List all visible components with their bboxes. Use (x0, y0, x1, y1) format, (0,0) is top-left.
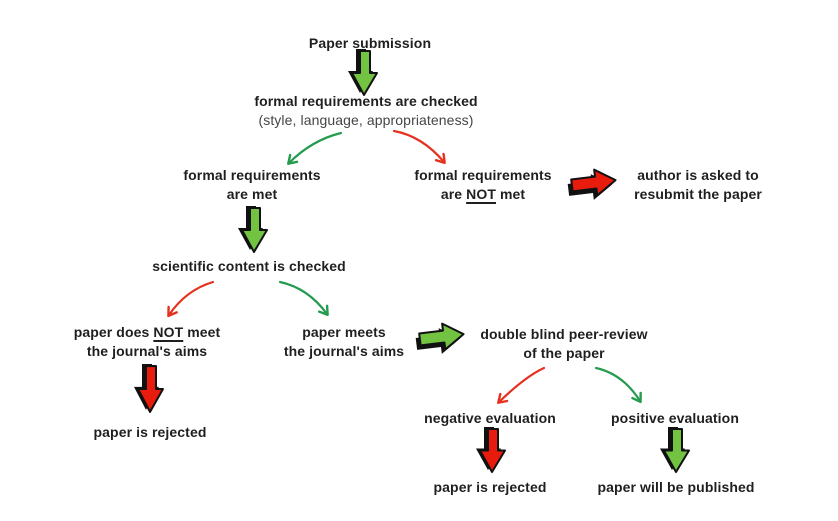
node-requirements-met-line1: formal requirements (183, 167, 321, 183)
node-requirements-met: formal requirements are met (183, 166, 320, 204)
node-rejected-right: paper is rejected (434, 478, 547, 497)
thick-red-down-arrow-icon (134, 364, 164, 413)
thick-green-right-arrow-icon (415, 322, 465, 354)
node-peer-review-line1: double blind peer-review (480, 326, 648, 342)
node-negative-evaluation: negative evaluation (424, 409, 556, 428)
thick-green-down-arrow-icon (238, 206, 268, 253)
node-formal-requirements-checked: formal requirements are checked (style, … (254, 92, 477, 130)
node-positive-evaluation-label: positive evaluation (611, 410, 739, 426)
node-peer-review-line2: of the paper (523, 345, 605, 361)
node-scientific-content-checked-label: scientific content is checked (152, 258, 346, 274)
node-resubmit-line2: resubmit the paper (634, 186, 762, 202)
thin-red-arrow-down-left-icon (167, 280, 215, 318)
node-requirements-not-met: formal requirements are NOT met (414, 166, 551, 204)
node-not-meet-aims: paper does NOT meet the journal's aims (74, 323, 221, 361)
node-formal-requirements-checked-subtitle: (style, language, appropriateness) (258, 112, 474, 128)
node-meets-aims-line2: the journal's aims (283, 343, 405, 359)
node-requirements-met-line2: are met (226, 186, 278, 202)
node-resubmit: author is asked to resubmit the paper (634, 166, 762, 204)
node-positive-evaluation: positive evaluation (611, 409, 739, 428)
node-not-meet-aims-line2: the journal's aims (86, 343, 208, 359)
node-peer-review: double blind peer-review of the paper (480, 325, 647, 363)
node-rejected-left-label: paper is rejected (93, 424, 207, 440)
node-rejected-left: paper is rejected (94, 423, 207, 442)
thin-green-arrow-down-left-icon (287, 131, 343, 165)
thin-red-arrow-down-right-icon (392, 129, 446, 165)
thin-red-arrow-down-left-icon (497, 366, 546, 404)
node-paper-submission: Paper submission (309, 34, 431, 53)
node-paper-submission-label: Paper submission (308, 35, 432, 51)
node-meets-aims: paper meets the journal's aims (284, 323, 404, 361)
node-published: paper will be published (597, 478, 754, 497)
node-requirements-not-met-line2: are NOT met (440, 186, 526, 202)
node-resubmit-line1: author is asked to (637, 167, 759, 183)
node-meets-aims-line1: paper meets (302, 324, 386, 340)
thin-green-arrow-down-right-icon (594, 366, 642, 404)
node-published-label: paper will be published (597, 479, 755, 495)
thick-red-down-arrow-icon (476, 427, 506, 474)
node-not-meet-aims-line1: paper does NOT meet (73, 324, 221, 340)
node-scientific-content-checked: scientific content is checked (152, 257, 346, 276)
thick-green-down-arrow-icon (660, 427, 690, 474)
node-negative-evaluation-label: negative evaluation (424, 410, 556, 426)
node-rejected-right-label: paper is rejected (433, 479, 547, 495)
thick-green-down-arrow-icon (348, 49, 378, 96)
thin-green-arrow-down-right-icon (278, 280, 329, 317)
node-formal-requirements-checked-title: formal requirements are checked (254, 93, 478, 109)
thick-red-right-arrow-icon (567, 168, 617, 200)
node-requirements-not-met-line1: formal requirements (414, 167, 552, 183)
